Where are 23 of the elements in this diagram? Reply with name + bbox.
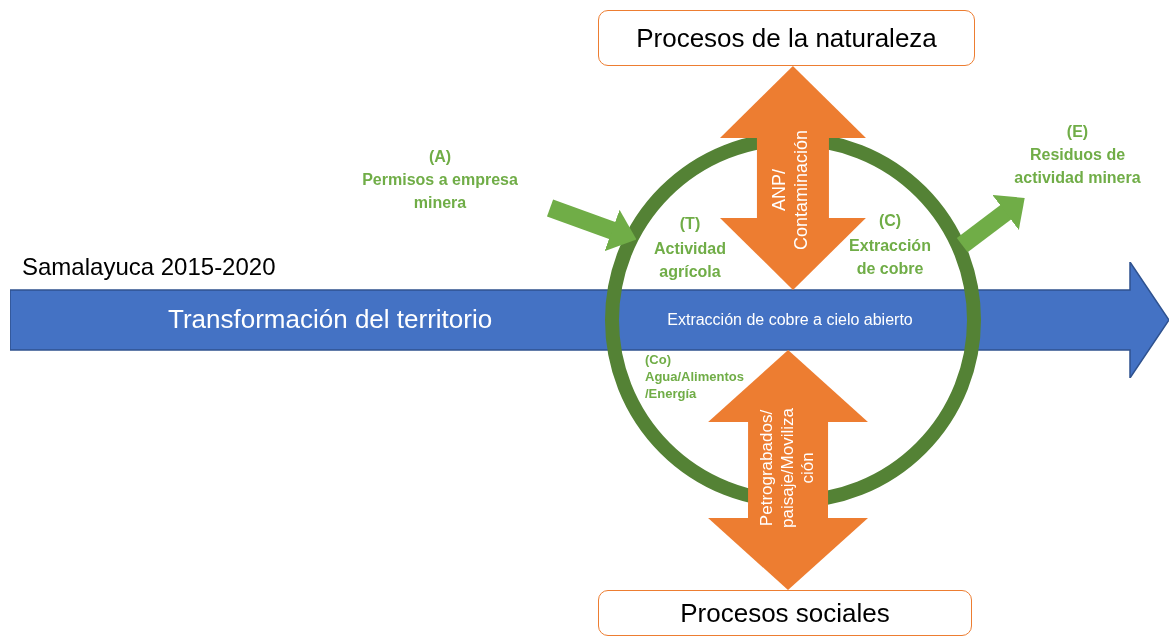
process-box — [598, 10, 975, 66]
factor-code: (T) — [678, 214, 702, 234]
diagram-title: Samalayuca 2015-2020 — [22, 253, 276, 281]
factor-code: (C) — [877, 211, 903, 231]
block-arrow — [546, 199, 637, 252]
factor-description: Permisos a empresa minera — [361, 170, 519, 213]
block-arrow — [956, 194, 1025, 253]
box-title: Procesos sociales — [680, 597, 890, 629]
factor-description: Agua/Alimentos /Energía — [645, 368, 745, 402]
factor-description: Residuos de actividad minera — [1013, 145, 1142, 188]
factor-code: (E) — [1065, 122, 1090, 142]
double-block-arrow — [719, 66, 866, 290]
band-subtitle: Extracción de cobre a cielo abierto — [666, 310, 914, 330]
process-box — [598, 590, 972, 636]
factor-description: Extracción de cobre — [848, 236, 932, 279]
factor-code: (Co) — [645, 351, 672, 368]
factor-code: (A) — [427, 147, 453, 167]
factor-description: Actividad agrícola — [653, 239, 727, 282]
edge-label: ANP/ Contaminación — [768, 128, 812, 253]
edge-label: Petrograbados/ paisaje/Moviliza ción — [758, 407, 818, 530]
box-title: Procesos de la naturaleza — [636, 22, 937, 54]
band-title: Transformación del territorio — [168, 304, 494, 336]
double-block-arrow — [708, 350, 869, 590]
